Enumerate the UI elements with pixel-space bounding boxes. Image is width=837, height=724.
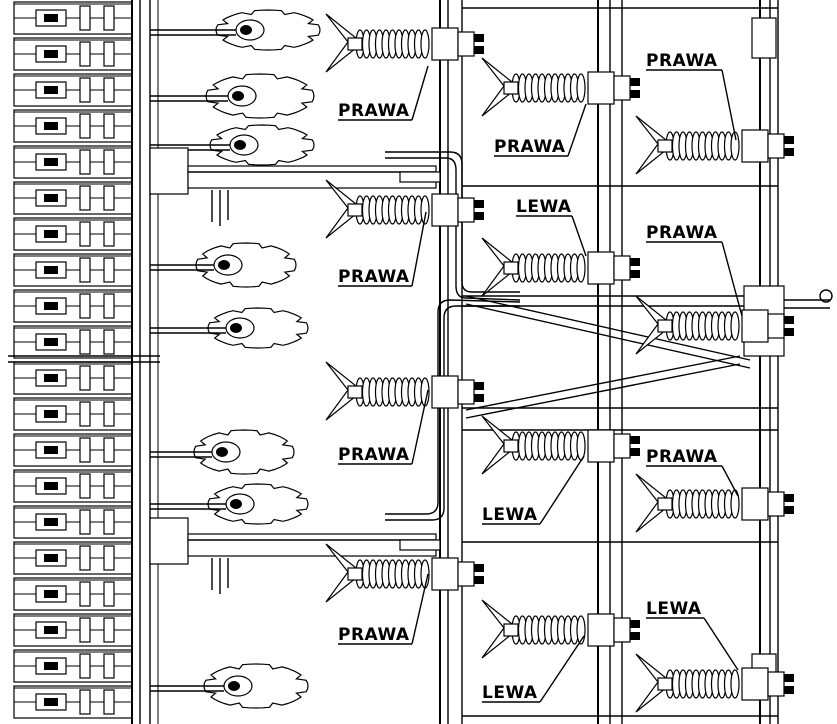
spring-tine <box>481 415 640 475</box>
disc-blade <box>150 663 309 709</box>
disc-blade <box>150 307 309 349</box>
label-prawa-1: PRAWA <box>338 101 410 121</box>
roller-segment <box>13 505 133 539</box>
roller-segment <box>13 145 133 179</box>
disc-harrow-gang <box>150 9 321 709</box>
roller-segment <box>13 1 133 35</box>
spring-tine <box>635 295 794 355</box>
spring-tine <box>325 361 484 421</box>
roller-segment <box>13 469 133 503</box>
side-labels: PRAWA PRAWA PRAWA PRAWA LEWA PRAWA PRAWA… <box>338 51 743 703</box>
disc-blade <box>150 73 315 119</box>
spring-tine <box>481 599 640 659</box>
roller-segment <box>13 577 133 611</box>
label-lewa-9: LEWA <box>482 505 538 525</box>
roller-segment <box>13 433 133 467</box>
label-prawa-3: PRAWA <box>646 51 718 71</box>
roller-segment <box>13 325 133 359</box>
roller-segment <box>13 397 133 431</box>
spring-tine <box>635 653 794 713</box>
roller-assembly <box>13 1 133 719</box>
left-frame <box>8 0 160 724</box>
roller-segment <box>13 181 133 215</box>
roller-segment <box>13 685 133 719</box>
roller-segment <box>13 109 133 143</box>
spring-tine <box>635 115 794 175</box>
label-prawa-10: PRAWA <box>338 625 410 645</box>
roller-segment <box>13 217 133 251</box>
label-prawa-8: PRAWA <box>646 447 718 467</box>
roller-segment <box>13 541 133 575</box>
roller-segment <box>13 73 133 107</box>
main-frame <box>385 0 833 724</box>
disc-blade <box>150 242 297 288</box>
label-prawa-7: PRAWA <box>338 445 410 465</box>
spring-tine <box>635 473 794 533</box>
spring-tines <box>325 13 794 713</box>
roller-segment <box>13 649 133 683</box>
disc-blade <box>150 124 315 166</box>
tow-bars <box>149 147 441 594</box>
spring-tine <box>325 179 484 239</box>
roller-segment <box>13 361 133 395</box>
disc-blade <box>150 9 321 51</box>
roller-segment <box>13 37 133 71</box>
disc-blade <box>150 483 309 525</box>
disc-blade <box>150 429 295 475</box>
spring-tine <box>481 57 640 117</box>
roller-segment <box>13 613 133 647</box>
label-lewa-5: LEWA <box>516 197 572 217</box>
label-lewa-13: LEWA <box>646 599 702 619</box>
label-prawa-6: PRAWA <box>338 267 410 287</box>
spring-tine <box>325 13 484 73</box>
label-prawa-2: PRAWA <box>494 137 566 157</box>
roller-segment <box>13 253 133 287</box>
label-lewa-12: LEWA <box>482 683 538 703</box>
spring-tine <box>481 237 640 297</box>
roller-segment <box>13 289 133 323</box>
label-prawa-4: PRAWA <box>646 223 718 243</box>
spring-tine <box>325 543 484 603</box>
